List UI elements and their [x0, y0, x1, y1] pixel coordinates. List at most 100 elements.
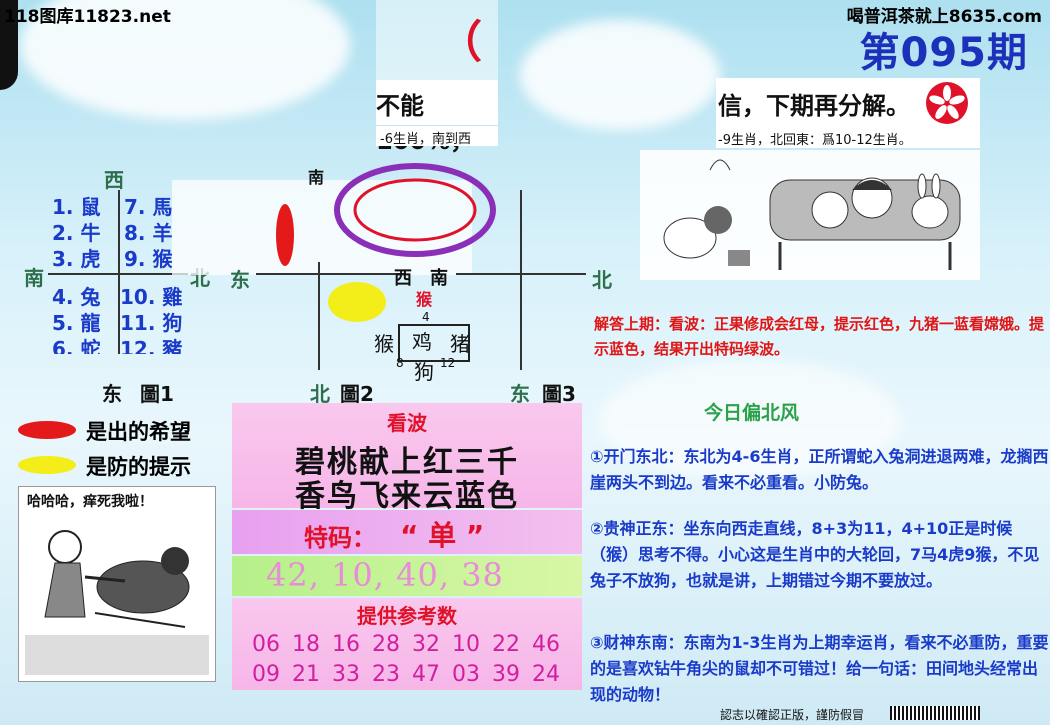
fig3-center-bottom: 狗 — [414, 360, 434, 384]
fig1-south: 南 — [24, 266, 44, 290]
fig3-north: 北 — [592, 268, 612, 292]
fig1-horizontal-line — [48, 273, 188, 275]
strip-left-sub: -6生肖，南到西 — [380, 132, 471, 146]
fig2-white-box — [172, 180, 472, 275]
fig2-horizontal-line — [256, 273, 406, 275]
kids-on-bench-cartoon-icon — [663, 159, 961, 270]
cloud — [20, 0, 350, 120]
zodiac-item: 3. 虎 — [52, 247, 101, 271]
fig1-west: 西 — [104, 168, 124, 192]
fig1-vertical-line — [118, 190, 120, 354]
ref-number: 24 — [532, 662, 560, 687]
paragraph-3: ③财神东南：东南为1-3生肖为上期幸运肖，看来不必重防，重要的是喜欢钻牛角尖的鼠… — [590, 633, 1049, 704]
poem-line-2: 香鸟飞来云蓝色 — [295, 479, 519, 514]
answer-text: 解答上期：看波：正果修成会红母，提示红色，九猪一蓝看嫦娥。提示蓝色，结果开出特码… — [594, 315, 1045, 358]
fig1-bottom-left: 4. 兔 5. 龍 6. 蛇 — [52, 284, 100, 354]
ref-number: 28 — [372, 632, 400, 657]
ref-number: 06 — [252, 632, 280, 657]
strip-top-fragment: （ — [376, 0, 498, 80]
site-watermark-right: 喝普洱茶就上8635.com — [846, 7, 1042, 27]
fig3-east: 东 — [510, 382, 530, 406]
fig3-vertical-line — [520, 190, 522, 370]
fig3-caption: 圖3 — [542, 382, 576, 406]
fig3-num-top: 4 — [422, 310, 430, 324]
main-numbers-box: 42, 10, 40, 38 — [232, 556, 582, 596]
ref-number: 16 — [332, 632, 360, 657]
poem-title: 看波 — [387, 411, 427, 435]
ref-number: 21 — [292, 662, 320, 687]
today-title: 今日偏北风 — [704, 402, 800, 424]
footer-note: 認志以確認正版，謹防假冒 — [720, 708, 865, 722]
ref-number: 22 — [492, 632, 520, 657]
zodiac-item: 6. 蛇 — [52, 337, 101, 354]
paragraph-1: ①开门东北：东北为4-6生肖，正所谓蛇入兔洞进退两难，龙搁西崖两头不到边。看来不… — [590, 447, 1049, 492]
dark-corner — [0, 0, 18, 90]
fig3-center-top: 猴 — [416, 290, 433, 309]
strip-right-sub-box: -9生肖，北回東：爲10-12生肖。 — [716, 126, 980, 148]
fig2-badge-icon — [334, 163, 496, 257]
ref-number: 10 — [452, 632, 480, 657]
strip-left: 不能100%， — [376, 80, 498, 155]
zodiac-item: 4. 兔 — [52, 285, 101, 309]
zodiac-item: 2. 牛 — [52, 221, 101, 245]
kids-cartoon-panel — [640, 150, 980, 280]
fig2-caption: 圖2 — [340, 382, 374, 406]
ref-number: 46 — [532, 632, 560, 657]
main-numbers: 42, 10, 40, 38 — [266, 556, 504, 594]
fig1-caption: 圖1 — [140, 382, 174, 406]
barcode-icon — [890, 706, 980, 720]
tickling-cartoon-icon — [25, 530, 209, 675]
cartoon-caption: 哈哈哈，痒死我啦！ — [27, 494, 153, 510]
ref-number: 47 — [412, 662, 440, 687]
fig1-bottom-right: 10. 雞 11. 狗 12. 豬 — [120, 284, 182, 354]
strip-right-sub: -9生肖，北回東：爲10-12生肖。 — [718, 133, 912, 148]
tema-label: 特码： — [304, 524, 376, 552]
fig2-east: 东 — [230, 268, 250, 292]
fig1-top-right: 7. 馬 8. 羊 9. 猴 — [124, 194, 172, 272]
hongkong-flower-icon — [926, 82, 968, 124]
fig2-north: 北 — [310, 382, 330, 406]
cloud — [520, 20, 720, 130]
fig3-center-box — [398, 324, 470, 362]
ref-number: 03 — [452, 662, 480, 687]
red-marker — [276, 204, 294, 266]
zodiac-item: 11. 狗 — [120, 311, 183, 335]
zodiac-item: 10. 雞 — [120, 285, 183, 309]
zodiac-item: 12. 豬 — [120, 337, 183, 354]
fig3-center-mid: 鸡 — [412, 330, 432, 354]
strip-right-text: 信，下期再分解。 — [718, 92, 910, 120]
paragraph-2: ②贵神正东：坐东向西走直线，8+3为11，4+10正是时候（猴）思考不得。小心这… — [590, 519, 1040, 590]
strip-left-sub-box: -6生肖，南到西 — [376, 126, 498, 146]
fig3-center-right: 猪 — [450, 332, 470, 356]
strip-right: 信，下期再分解。 — [716, 78, 980, 126]
red-bracket: （ — [438, 17, 482, 68]
ref-number: 09 — [252, 662, 280, 687]
tema-value: “ 单 ” — [400, 519, 485, 552]
legend-red-label: 是出的希望 — [86, 420, 191, 444]
tema-box: 特码： “ 单 ” — [232, 510, 582, 554]
poem-line-1: 碧桃献上红三千 — [295, 445, 519, 480]
site-watermark-left: 118图库11823.net — [4, 7, 171, 27]
fig3-num-right: 12 — [440, 356, 456, 370]
cloud — [600, 360, 900, 480]
zodiac-item: 7. 馬 — [124, 195, 173, 219]
zodiac-item: 5. 龍 — [52, 311, 101, 335]
fig3-num-left: 8 — [396, 356, 404, 370]
fig2-west: 西 — [394, 268, 412, 289]
fig3-center-left: 猴 — [374, 332, 394, 356]
zodiac-item: 1. 鼠 — [52, 195, 101, 219]
legend-yellow-swatch — [18, 456, 76, 474]
ref-number: 18 — [292, 632, 320, 657]
ref-number: 23 — [372, 662, 400, 687]
poem-box: 看波 碧桃献上红三千 香鸟飞来云蓝色 — [232, 403, 582, 514]
legend-yellow-label: 是防的提示 — [86, 455, 191, 479]
cartoon-panel: 哈哈哈，痒死我啦！ — [18, 486, 216, 682]
fig2-vertical-line — [318, 262, 320, 370]
ref-number: 33 — [332, 662, 360, 687]
fig3-south: 南 — [430, 268, 448, 289]
issue-number: 第095期 — [859, 30, 1028, 76]
zodiac-item: 8. 羊 — [124, 221, 173, 245]
fig2-south: 南 — [308, 168, 325, 187]
